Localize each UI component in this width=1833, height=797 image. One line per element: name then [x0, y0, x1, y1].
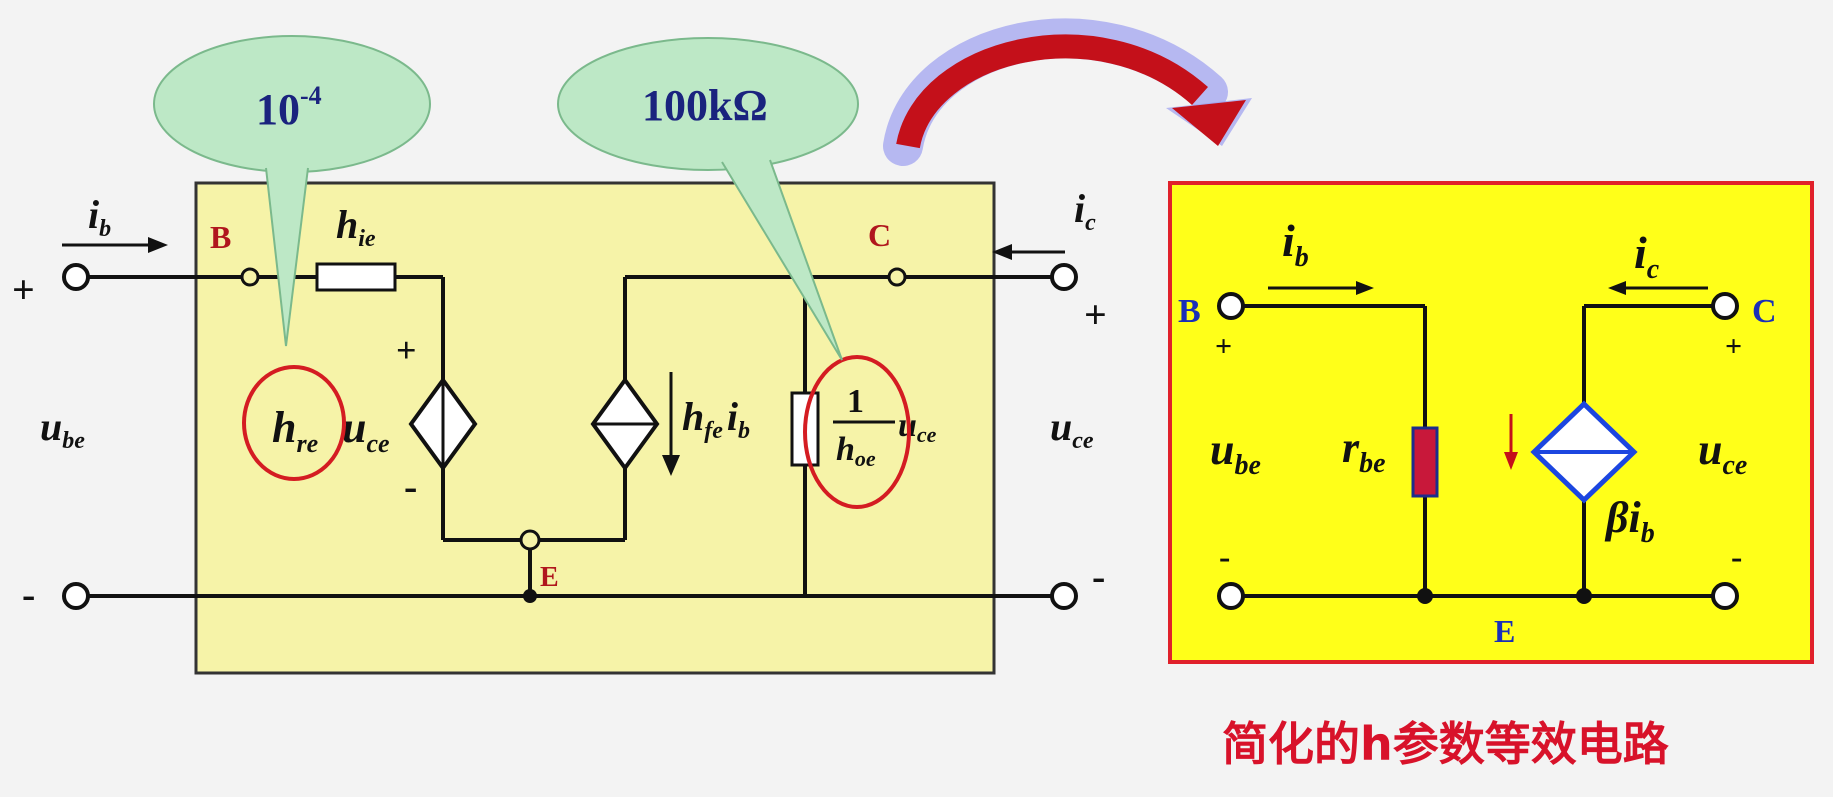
- label-hre: hre: [272, 403, 318, 458]
- left-terminal-c-outer[interactable]: [1050, 263, 1078, 291]
- left-terminal-b-outer[interactable]: [62, 263, 90, 291]
- hie-resistor: [315, 262, 397, 292]
- label-uce-left: uce: [1050, 404, 1094, 454]
- label-fraction-numerator: 1: [847, 383, 864, 420]
- label-ib-input: ib: [88, 192, 111, 242]
- source-plus: +: [396, 330, 417, 370]
- right-label-c: C: [1752, 293, 1777, 330]
- label-hie: hie: [336, 202, 376, 252]
- hre-dependent-voltage-source: [408, 376, 478, 472]
- hfe-current-arrow: [662, 372, 680, 476]
- callout-right-text: 100kΩ: [642, 81, 768, 130]
- right-junction-source: [1576, 588, 1592, 604]
- left-terminal-e-in[interactable]: [62, 582, 90, 610]
- right-input-minus: -: [1219, 539, 1230, 576]
- right-output-plus: +: [1725, 330, 1742, 363]
- left-label-b: B: [210, 219, 231, 255]
- callout-hoe-value: 100kΩ: [557, 37, 859, 361]
- node-c: [887, 267, 907, 287]
- hoe-highlight-ellipse: [803, 355, 911, 509]
- beta-ib-current-source: [1530, 400, 1638, 504]
- left-input-plus: +: [12, 267, 35, 312]
- right-label-ube: ube: [1210, 425, 1261, 481]
- node-e-junction: [523, 589, 537, 603]
- node-b: [240, 267, 260, 287]
- label-ic-input: ic: [1074, 186, 1096, 236]
- right-ic-arrow: [1608, 281, 1708, 295]
- right-label-ib: ib: [1282, 215, 1309, 273]
- right-label-beta-ib: βib: [1604, 493, 1655, 549]
- left-terminal-e-out[interactable]: [1050, 582, 1078, 610]
- callout-hre-value: 10-4: [153, 35, 431, 347]
- full-h-parameter-circuit: B C E + - + - + - ib ic ube uce hie hre …: [12, 35, 1107, 675]
- right-label-e: E: [1494, 613, 1515, 649]
- beta-ib-direction-arrow: [1504, 414, 1518, 470]
- transform-arrow: [883, 18, 1252, 166]
- right-terminal-e-out[interactable]: [1711, 582, 1739, 610]
- right-label-ic: ic: [1634, 227, 1660, 285]
- right-output-minus: -: [1731, 539, 1742, 576]
- label-fraction-denominator: hoe: [836, 431, 876, 471]
- right-label-b: B: [1178, 293, 1201, 330]
- right-terminal-e-in[interactable]: [1217, 582, 1245, 610]
- hfe-dependent-current-source: [590, 376, 660, 472]
- rbe-resistor: [1411, 426, 1439, 498]
- node-e: [519, 529, 541, 551]
- source-minus: -: [404, 464, 417, 509]
- hre-highlight-ellipse: [242, 365, 346, 481]
- left-label-c: C: [868, 217, 891, 253]
- ic-input-arrow: [992, 244, 1065, 260]
- label-ube-left: ube: [40, 404, 85, 454]
- right-label-rbe: rbe: [1342, 423, 1386, 479]
- right-input-plus: +: [1215, 330, 1232, 363]
- callout-left-text: 10-4: [256, 81, 322, 134]
- left-label-e: E: [540, 562, 559, 593]
- right-junction-rbe: [1417, 588, 1433, 604]
- left-input-minus: -: [22, 572, 35, 617]
- simplified-h-parameter-circuit: B C E + - + - ib ic ube uce rbe βib: [1168, 181, 1814, 664]
- label-hre-uce: uce: [342, 403, 390, 458]
- simplified-circuit-caption: 简化的h参数等效电路: [1222, 717, 1670, 771]
- right-label-uce: uce: [1698, 425, 1747, 481]
- right-ib-arrow: [1268, 281, 1374, 295]
- right-terminal-c[interactable]: [1711, 292, 1739, 320]
- right-wires: [1244, 304, 1713, 598]
- left-output-minus: -: [1092, 554, 1105, 599]
- left-wires: [88, 275, 1052, 598]
- right-terminal-b[interactable]: [1217, 292, 1245, 320]
- ib-input-arrow: [62, 237, 168, 253]
- left-output-plus: +: [1084, 292, 1107, 337]
- right-circuit-box: [1168, 181, 1814, 664]
